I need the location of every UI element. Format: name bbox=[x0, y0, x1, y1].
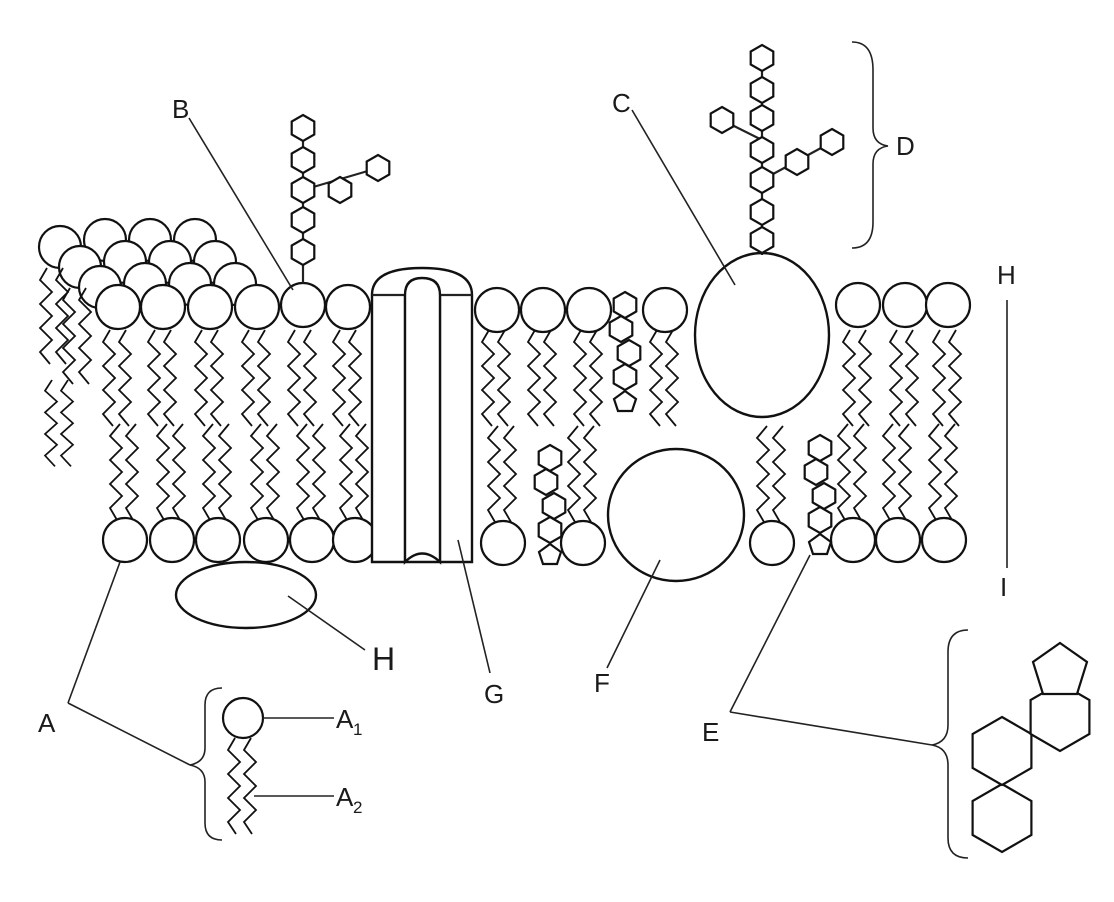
channel-protein bbox=[370, 266, 474, 565]
glycolipid-carbohydrate-chain bbox=[290, 113, 391, 283]
back-head-rows bbox=[37, 217, 258, 468]
label-a1-subscript: 1 bbox=[353, 720, 362, 739]
label-d: D bbox=[896, 131, 915, 161]
label-h-protein: H bbox=[372, 641, 395, 677]
glycoprotein-carbohydrate-chain bbox=[709, 43, 845, 255]
label-a2: A bbox=[336, 782, 354, 812]
glycolipid-head bbox=[279, 281, 327, 329]
label-b: B bbox=[172, 94, 189, 124]
label-f: F bbox=[594, 668, 610, 698]
label-a: A bbox=[38, 708, 56, 738]
phospholipid-inset bbox=[189, 687, 265, 841]
label-i-side: I bbox=[1000, 572, 1007, 602]
label-a2-subscript: 2 bbox=[353, 798, 362, 817]
label-g: G bbox=[484, 679, 504, 709]
cholesterol-inset bbox=[931, 629, 1091, 859]
leader-lines bbox=[67, 109, 933, 797]
brace-d bbox=[851, 41, 889, 249]
label-a1: A bbox=[336, 704, 354, 734]
bottom-leaflet bbox=[101, 423, 968, 567]
peripheral-protein bbox=[174, 560, 318, 630]
glycoprotein bbox=[693, 251, 831, 419]
integral-protein bbox=[606, 447, 746, 583]
top-leaflet bbox=[94, 281, 972, 427]
label-h-side: H bbox=[997, 260, 1016, 290]
label-e: E bbox=[702, 717, 719, 747]
label-c: C bbox=[612, 88, 631, 118]
